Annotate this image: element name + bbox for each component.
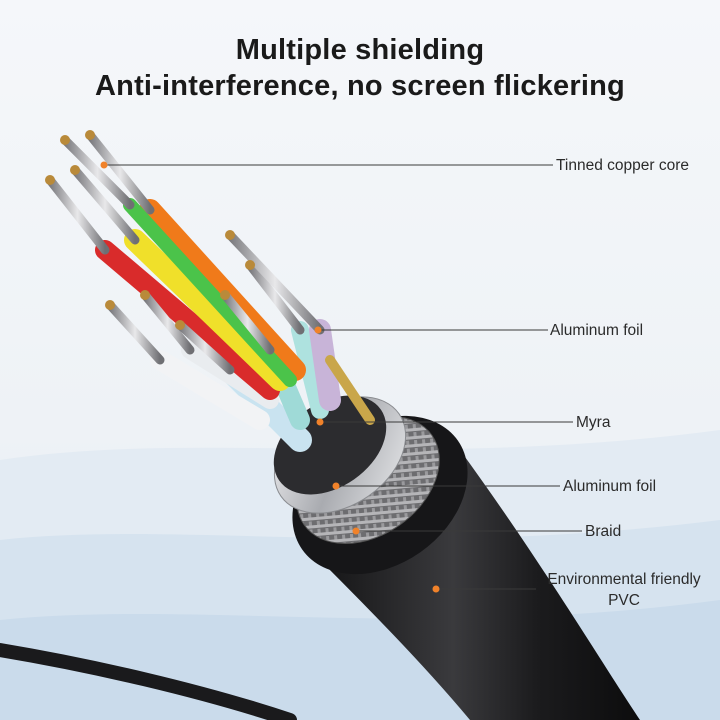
callout-dot-mylar bbox=[316, 418, 324, 426]
label-mylar: Myra bbox=[576, 414, 611, 431]
callout-dot-foil-outer bbox=[332, 482, 340, 490]
label-pvc-jacket-line1: Environmental friendly bbox=[547, 571, 701, 588]
callout-dots bbox=[100, 161, 440, 593]
callout-dot-braid bbox=[352, 527, 360, 535]
callout-dot-core bbox=[100, 161, 108, 169]
callout-lines bbox=[104, 164, 582, 590]
label-aluminum-foil-inner: Aluminum foil bbox=[550, 322, 644, 339]
label-aluminum-foil-outer: Aluminum foil bbox=[563, 478, 657, 495]
secondary-cable bbox=[0, 643, 297, 720]
label-pvc-jacket: Environmental friendly PVC bbox=[538, 569, 710, 611]
label-braid: Braid bbox=[585, 523, 622, 540]
page-subtitle: Anti-interference, no screen flickering bbox=[95, 70, 625, 102]
callout-dot-jacket bbox=[432, 585, 440, 593]
label-tinned-copper-core: Tinned copper core bbox=[556, 157, 689, 174]
page-title: Multiple shielding bbox=[235, 34, 485, 66]
callout-dot-foil-inner bbox=[314, 326, 322, 334]
wire-bundle bbox=[45, 130, 375, 452]
label-pvc-jacket-line2: PVC bbox=[608, 592, 640, 609]
